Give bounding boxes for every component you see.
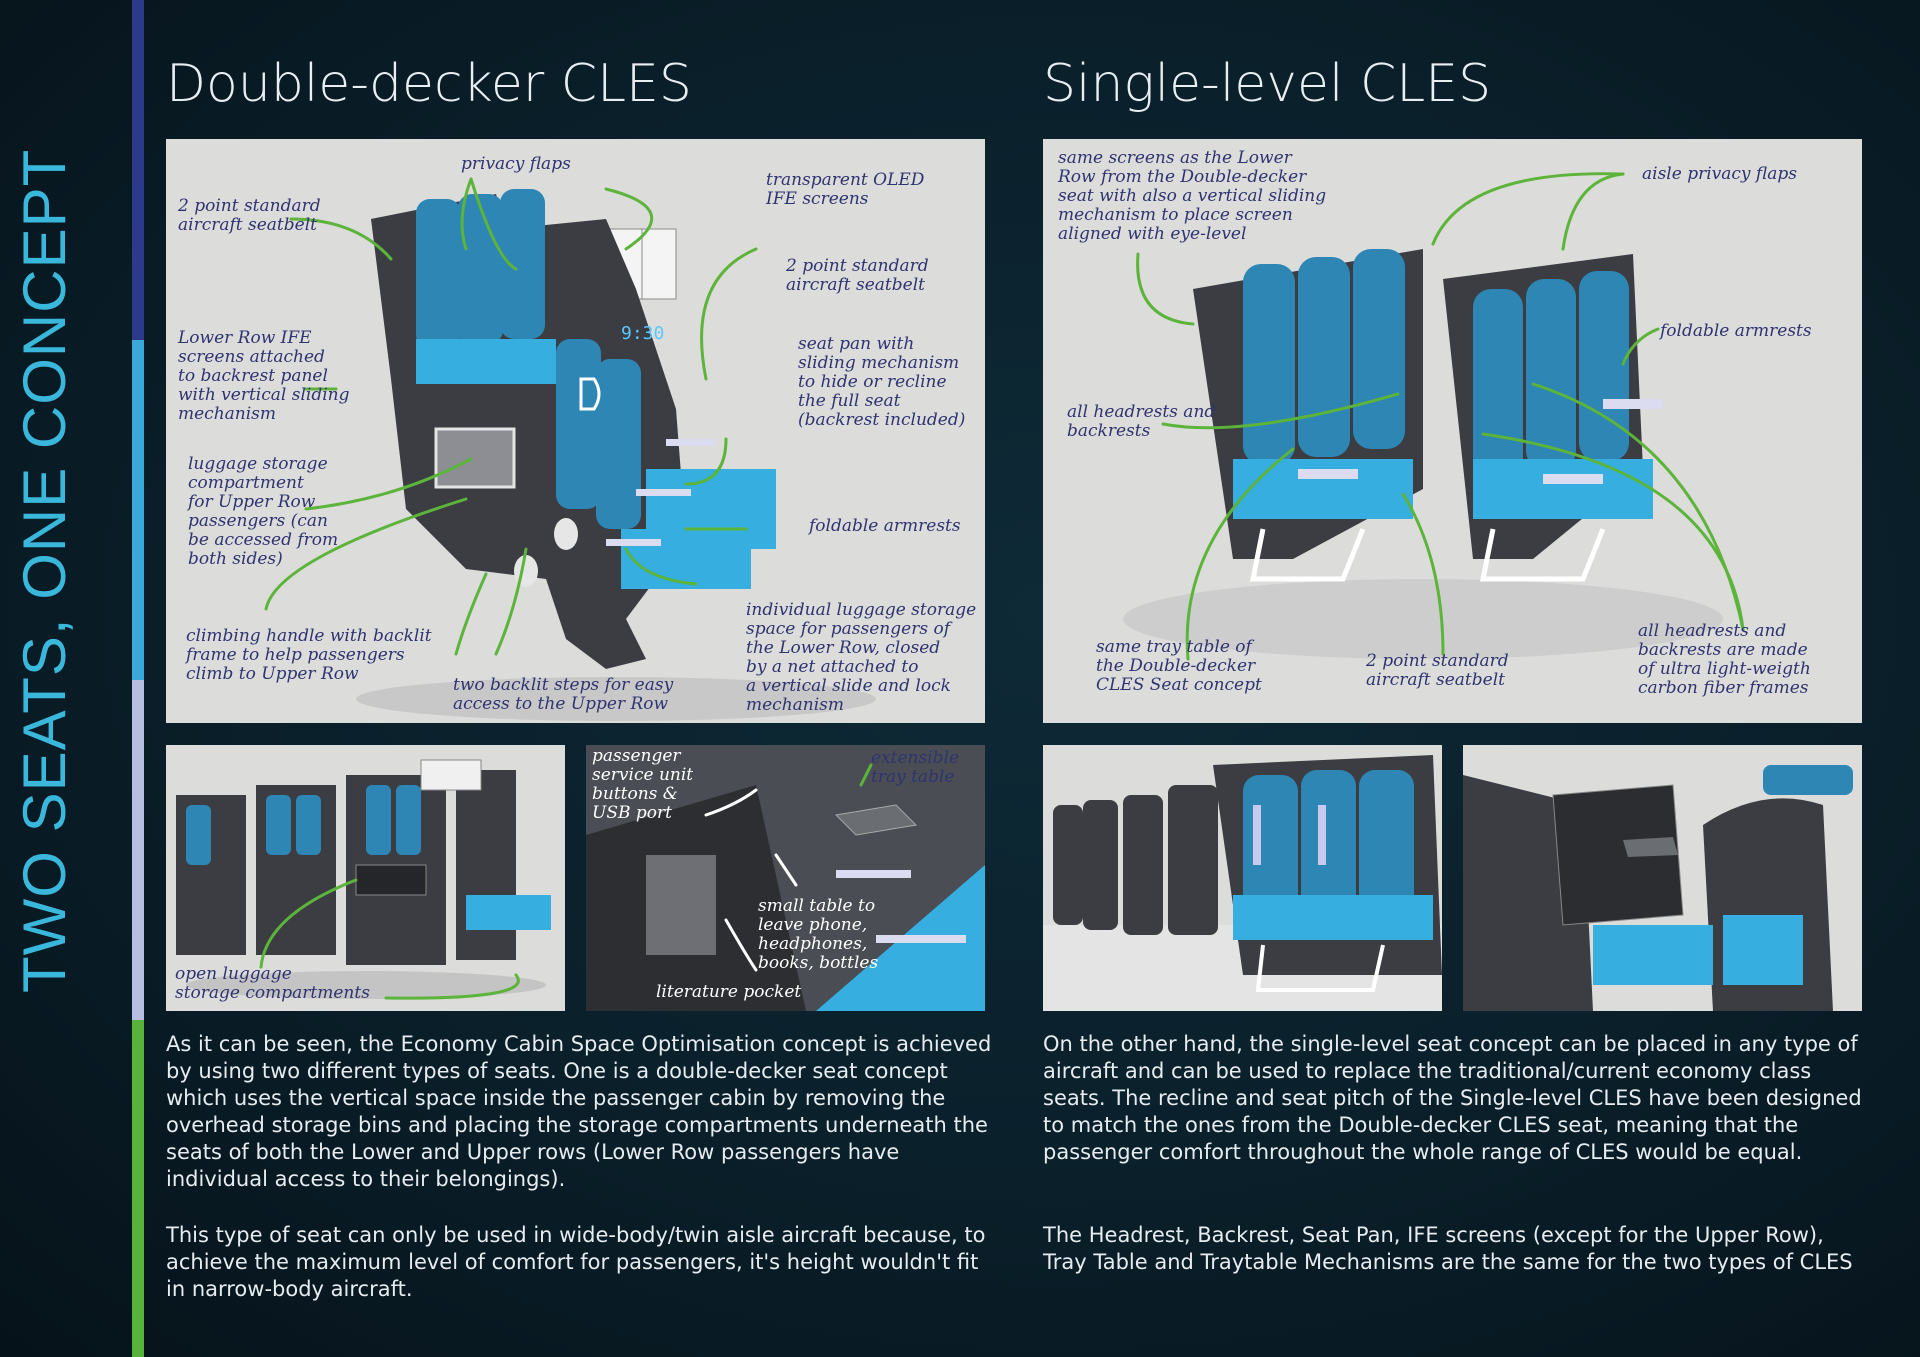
double-decker-title: Double-decker CLES	[166, 54, 692, 114]
label-carbon-fiber: all headrests and backrests are made of …	[1638, 621, 1811, 698]
single-level-detail-render	[1463, 745, 1862, 1011]
label-extensible-tray: extensible tray table	[871, 748, 960, 787]
right-paragraph-1: On the other hand, the single-level seat…	[1043, 1032, 1862, 1164]
vertical-section-title: TWO SEATS, ONE CONCEPT	[11, 148, 78, 993]
double-decker-row-render: open luggage storage compartments	[166, 745, 565, 1011]
label-same-tray-table: same tray table of the Double-decker CLE…	[1096, 637, 1262, 695]
label-foldable-armrests: foldable armrests	[809, 516, 961, 536]
single-level-row-render	[1043, 745, 1442, 1011]
screen-clock: 9:30	[621, 323, 664, 344]
left-paragraph-2: This type of seat can only be used in wi…	[166, 1223, 986, 1301]
label-headrests-backrests: all headrests and backrests	[1067, 402, 1216, 441]
label-climbing-handle: climbing handle with backlit frame to he…	[186, 626, 432, 684]
label-foldable-armrests-single: foldable armrests	[1660, 321, 1812, 341]
double-decker-illustration: 9:30	[264, 177, 876, 721]
color-bar	[132, 0, 144, 1357]
double-decker-detail-render: passenger service unit buttons & USB por…	[586, 745, 985, 1011]
left-paragraph-1: As it can be seen, the Economy Cabin Spa…	[166, 1032, 992, 1191]
label-small-table: small table to leave phone, headphones, …	[758, 896, 879, 973]
label-passenger-service-unit: passenger service unit buttons & USB por…	[592, 746, 694, 823]
label-individual-luggage: individual luggage storage space for pas…	[746, 600, 977, 715]
label-seatbelt-upper: 2 point standard aircraft seatbelt	[178, 196, 321, 235]
single-level-title: Single-level CLES	[1043, 54, 1492, 114]
label-aisle-privacy-flaps: aisle privacy flaps	[1642, 164, 1797, 184]
label-seat-pan: seat pan with sliding mechanism to hide …	[798, 334, 966, 430]
single-level-render: same screens as the Lower Row from the D…	[1043, 139, 1862, 723]
label-privacy-flaps: privacy flaps	[461, 154, 571, 174]
right-paragraph-2: The Headrest, Backrest, Seat Pan, IFE sc…	[1043, 1223, 1853, 1274]
label-seatbelt-lower: 2 point standard aircraft seatbelt	[786, 256, 929, 295]
double-decker-render: 9:30 privacy flaps 2 point standard airc…	[166, 139, 985, 723]
label-luggage-storage: luggage storage compartment for Upper Ro…	[188, 454, 339, 569]
label-same-screens: same screens as the Lower Row from the D…	[1058, 148, 1327, 244]
label-oled-screens: transparent OLED IFE screens	[766, 170, 925, 209]
label-seatbelt-single: 2 point standard aircraft seatbelt	[1366, 651, 1509, 690]
single-level-illustration	[1123, 172, 1745, 661]
label-lower-ife: Lower Row IFE screens attached to backre…	[178, 328, 350, 424]
label-literature-pocket: literature pocket	[656, 982, 802, 1002]
label-open-storage: open luggage storage compartments	[175, 964, 370, 1003]
label-backlit-steps: two backlit steps for easy access to the…	[453, 675, 674, 714]
